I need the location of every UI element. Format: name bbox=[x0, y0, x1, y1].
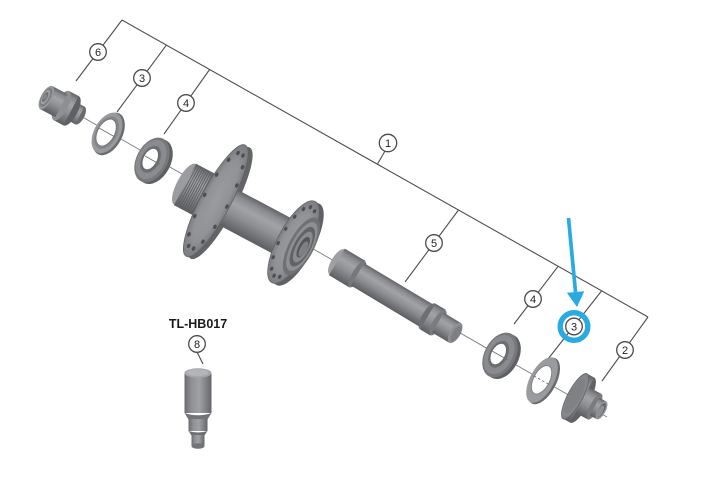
svg-text:2: 2 bbox=[622, 345, 628, 357]
balloon-3-right-highlighted: 3 bbox=[565, 317, 583, 336]
balloon-8: 8 bbox=[188, 335, 206, 353]
centerline-through-seal bbox=[98, 127, 116, 138]
svg-text:3: 3 bbox=[571, 321, 577, 333]
balloon-2: 2 bbox=[616, 341, 634, 359]
part-tool-tl-hb017 bbox=[184, 368, 212, 449]
part-washer-right bbox=[526, 357, 561, 405]
leader-balloon-1 bbox=[377, 150, 386, 165]
part-hub-body bbox=[171, 144, 324, 286]
balloon-4-left: 4 bbox=[177, 94, 195, 112]
balloon-1: 1 bbox=[378, 133, 398, 153]
balloon-4-right: 4 bbox=[524, 290, 542, 308]
centerline-through-washer bbox=[533, 375, 551, 386]
part-end-cap-right bbox=[561, 373, 608, 423]
svg-text:4: 4 bbox=[530, 294, 536, 306]
svg-text:4: 4 bbox=[183, 98, 189, 110]
part-axle bbox=[328, 248, 463, 344]
svg-text:6: 6 bbox=[95, 47, 101, 59]
highlight-arrow bbox=[566, 217, 585, 307]
leader-balloon-8 bbox=[196, 351, 204, 365]
svg-text:3: 3 bbox=[139, 73, 145, 85]
centerline-through-bearing-right bbox=[491, 350, 509, 361]
balloon-5: 5 bbox=[425, 234, 443, 252]
balloon-3-left: 3 bbox=[133, 69, 151, 87]
part-seal-ring-left bbox=[91, 112, 125, 156]
svg-text:1: 1 bbox=[385, 138, 391, 150]
balloon-6: 6 bbox=[89, 43, 107, 61]
leader-main-bracket bbox=[121, 19, 649, 318]
svg-text:5: 5 bbox=[431, 238, 437, 250]
part-end-cap-left bbox=[38, 85, 87, 126]
part-bearing-right bbox=[482, 332, 521, 380]
spoke-holes-left-flange bbox=[186, 150, 245, 251]
centerline-through-bearing-left bbox=[144, 155, 161, 165]
tool-label: TL-HB017 bbox=[169, 317, 227, 331]
svg-text:8: 8 bbox=[194, 339, 200, 351]
highlight-ring bbox=[557, 310, 591, 344]
